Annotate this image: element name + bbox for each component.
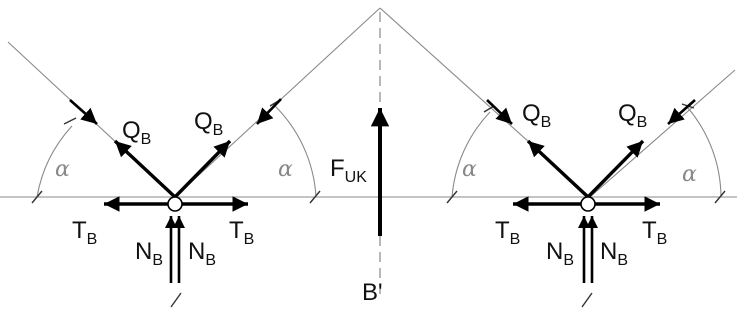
tick-mark (309, 190, 321, 204)
t-sub: B (510, 231, 521, 248)
tick-mark (31, 190, 43, 204)
roof-load-arrow-left-b (256, 98, 282, 125)
n-label-right-b: NB (600, 238, 628, 269)
q-label-left-a: QB (122, 117, 151, 148)
t-label-left-b: TB (229, 217, 254, 248)
f-main: F (330, 155, 345, 182)
n-label-right-a: NB (546, 238, 574, 269)
t-sub: B (244, 231, 255, 248)
n-main: N (546, 238, 563, 265)
q-sub: B (141, 131, 152, 148)
t-label-right-b: TB (642, 217, 667, 248)
angle-label-right-1: α (462, 157, 477, 182)
q-arrow-left-a (113, 139, 177, 199)
roof-load-arrow-left-a (69, 99, 98, 125)
angle-label-left-1: α (55, 157, 70, 182)
n-main: N (188, 238, 205, 265)
q-sub: B (637, 114, 648, 131)
joint-node-right (580, 196, 596, 212)
angle-arc-left-2 (272, 103, 317, 198)
q-main: Q (122, 117, 141, 144)
angle-arc-left-1 (36, 125, 73, 198)
point-label: B' (362, 279, 383, 306)
joint-node-left (167, 196, 183, 212)
t-main: T (495, 217, 510, 244)
angle-label-right-2: α (682, 162, 697, 187)
q-sub: B (213, 122, 224, 139)
n-sub: B (617, 252, 628, 269)
q-label-right-b: QB (618, 100, 647, 131)
tick-mark (170, 292, 182, 308)
q-main: Q (194, 108, 213, 135)
q-sub: B (541, 114, 552, 131)
roof-load-arrow-right-a (486, 99, 513, 125)
angle-label-left-2: α (278, 157, 293, 182)
f-uk-label: FUK (330, 155, 367, 186)
n-sub: B (152, 252, 163, 269)
tick-mark (483, 105, 495, 113)
tick-mark (446, 190, 458, 204)
q-main: Q (618, 100, 637, 127)
t-label-left-a: TB (72, 217, 97, 248)
roof-load-arrow-right-b (667, 99, 696, 125)
q-arrow-left-b (173, 139, 232, 199)
f-sub: UK (345, 169, 368, 186)
t-sub: B (87, 231, 98, 248)
t-main: T (642, 217, 657, 244)
q-main: Q (522, 100, 541, 127)
q-arrow-right-a (526, 139, 590, 199)
n-label-left-a: NB (135, 238, 163, 269)
n-main: N (600, 238, 617, 265)
tick-mark (63, 117, 77, 125)
tick-mark (714, 190, 726, 204)
q-label-left-b: QB (194, 108, 223, 139)
n-main: N (135, 238, 152, 265)
n-label-left-b: NB (188, 238, 216, 269)
t-label-right-a: TB (495, 217, 520, 248)
tick-mark (581, 292, 593, 308)
roof-line-right (589, 69, 736, 198)
angle-arc-right-2 (687, 107, 722, 198)
t-main: T (229, 217, 244, 244)
q-arrow-right-b (586, 139, 645, 199)
angle-arc-right-1 (451, 111, 491, 198)
t-main: T (72, 217, 87, 244)
q-label-right-a: QB (522, 100, 551, 131)
n-sub: B (563, 252, 574, 269)
t-sub: B (657, 231, 668, 248)
n-sub: B (205, 252, 216, 269)
